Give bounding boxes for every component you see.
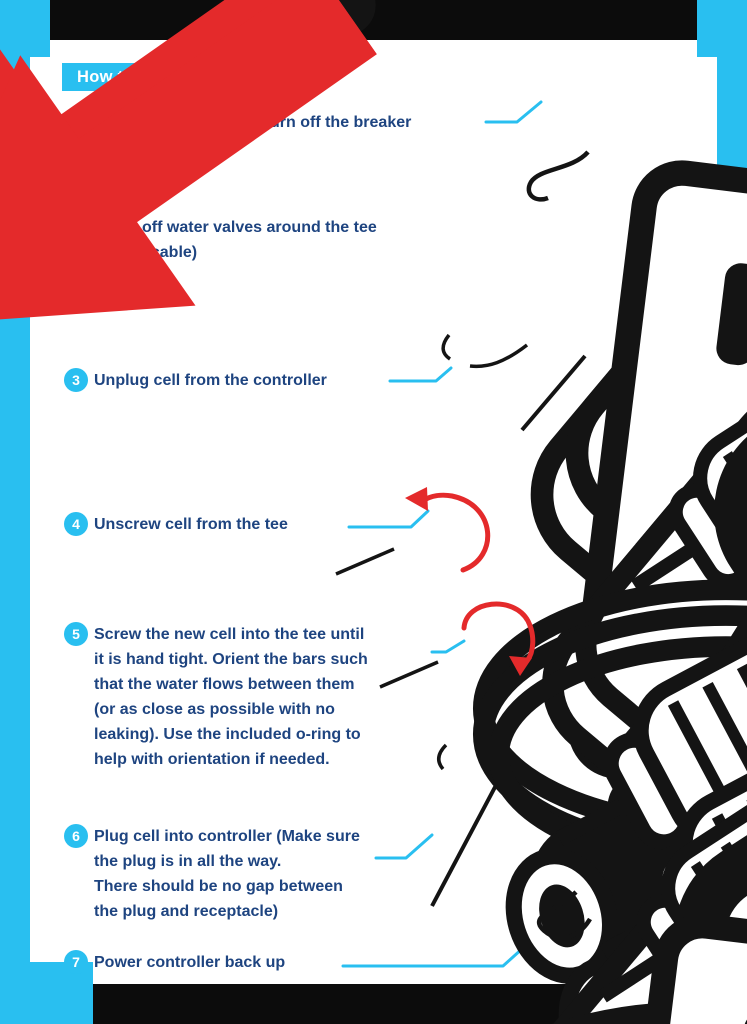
step-6-line-3: There should be no gap between <box>94 878 343 895</box>
cable <box>437 743 448 771</box>
controller-icon <box>525 372 747 956</box>
step-4-number-badge: 4 <box>64 512 88 536</box>
step-7-number-badge: 7 <box>64 950 88 974</box>
step-6-number-badge: 6 <box>64 824 88 848</box>
step-7-text: Power controller back up <box>94 950 285 975</box>
illustration-step5-screw-cell <box>379 601 747 1024</box>
step-5-text: Screw the new cell into the tee until it… <box>94 622 368 772</box>
leader-step5 <box>430 639 466 654</box>
step-3: 3 Unplug cell from the controller <box>64 368 327 393</box>
step-6-line-4: the plug and receptacle) <box>94 903 279 920</box>
cable <box>520 354 587 432</box>
step-4-line-1: Unscrew cell from the tee <box>94 516 288 533</box>
coiled-cable-icon <box>483 590 747 864</box>
step-5-line-4: (or as close as possible with no <box>94 701 335 718</box>
step-3-line-1: Unplug cell from the controller <box>94 372 327 389</box>
cable <box>379 660 439 689</box>
step-6-text: Plug cell into controller (Make sure the… <box>94 824 360 924</box>
step-5: 5 Screw the new cell into the tee until … <box>64 622 368 772</box>
top-black-bar <box>48 0 699 40</box>
leader-step1 <box>484 100 543 124</box>
step-5-line-1: Screw the new cell into the tee until <box>94 626 365 643</box>
left-cyan-strip <box>0 0 30 1024</box>
step-2-line-1: Close off water valves around the tee <box>94 219 377 236</box>
step-7-line-1: Power controller back up <box>94 954 286 971</box>
step-5-line-5: leaking). Use the included o-ring to <box>94 726 361 743</box>
title-banner: How to replace the cell <box>62 63 308 91</box>
step-2-line-2: (if applicable) <box>94 244 198 261</box>
step-1: 1 Unplug power cord or turn off the brea… <box>64 110 411 135</box>
step-1-text: Unplug power cord or turn off the breake… <box>94 110 411 135</box>
illustration-step6-plug-cell <box>430 383 747 1024</box>
banner-accent-stripe <box>307 63 324 91</box>
bottom-right-cyan-corner <box>654 962 747 1024</box>
clockwise-arrow-icon <box>461 601 536 664</box>
step-4-text: Unscrew cell from the tee <box>94 512 288 537</box>
leader-step7 <box>341 946 525 968</box>
cable <box>335 547 395 576</box>
cell-icon <box>521 539 747 911</box>
step-6-line-1: Plug cell into controller (Make sure <box>94 828 360 845</box>
step-3-number-badge: 3 <box>64 368 88 392</box>
page-title: How to replace the cell <box>77 67 263 86</box>
cable <box>469 343 529 369</box>
power-cord <box>537 890 592 941</box>
illustration-step3-unplug-cell <box>0 0 747 956</box>
step-3-text: Unplug cell from the controller <box>94 368 327 393</box>
step-2-text: Close off water valves around the tee (i… <box>94 215 377 265</box>
controller-icon <box>512 163 747 783</box>
bottom-black-bar <box>91 984 656 1024</box>
right-cyan-strip <box>717 0 747 1024</box>
power-cord <box>526 150 590 202</box>
step-5-number-badge: 5 <box>64 622 88 646</box>
cable <box>430 771 505 907</box>
illustration-step4-unscrew-cell <box>335 487 747 1013</box>
step-2: 2 Close off water valves around the tee … <box>64 215 377 265</box>
step-1-line-1: Unplug power cord or turn off the breake… <box>94 114 412 131</box>
step-7: 7 Power controller back up <box>64 950 285 975</box>
leader-step3 <box>388 366 453 383</box>
step-6: 6 Plug cell into controller (Make sure t… <box>64 824 360 924</box>
step-5-line-2: it is hand tight. Orient the bars such <box>94 651 368 668</box>
counterclockwise-arrow-icon <box>421 492 491 573</box>
step-6-line-2: the plug is in all the way. <box>94 853 282 870</box>
cable <box>441 333 452 361</box>
step-4: 4 Unscrew cell from the tee <box>64 512 288 537</box>
step-5-line-6: help with orientation if needed. <box>94 751 330 768</box>
step-1-number-badge: 1 <box>64 110 88 134</box>
leader-step4 <box>347 509 430 529</box>
top-left-cyan-corner <box>0 0 50 57</box>
step-5-line-3: that the water flows between them <box>94 676 355 693</box>
arrowhead <box>509 656 532 676</box>
top-right-cyan-corner <box>697 0 747 57</box>
step-2-number-badge: 2 <box>64 215 88 239</box>
leader-step6 <box>374 833 434 860</box>
tee-fitting-icon <box>499 573 747 1012</box>
arrowhead <box>405 487 428 511</box>
